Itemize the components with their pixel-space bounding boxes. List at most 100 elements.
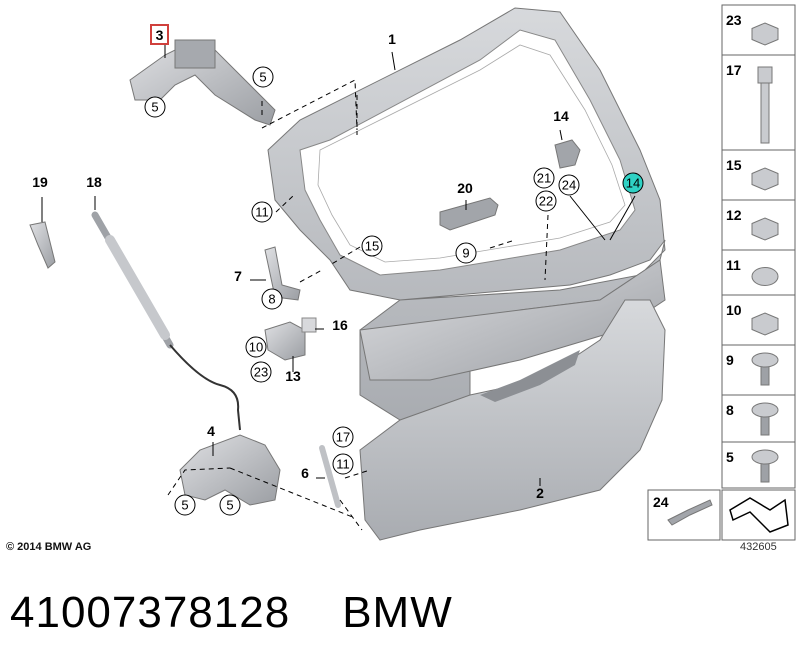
circled-callout-11[interactable]: 11 bbox=[332, 453, 354, 475]
callout-circle bbox=[252, 66, 274, 88]
circled-callout-5[interactable]: 5 bbox=[174, 494, 196, 516]
circled-callout-23[interactable]: 23 bbox=[250, 361, 272, 383]
latch-parts bbox=[264, 246, 317, 361]
callout-label: 11 bbox=[336, 457, 350, 472]
circled-callout-21[interactable]: 21 bbox=[533, 167, 555, 189]
callout-label: 10 bbox=[249, 340, 263, 355]
dashed-lines bbox=[167, 79, 549, 531]
sidebar-label: 5 bbox=[726, 449, 734, 465]
bolt-part-6 bbox=[319, 445, 341, 508]
callout-circle bbox=[361, 235, 383, 257]
callout-circle bbox=[533, 167, 555, 189]
sidebar-part-15[interactable]: 15 bbox=[721, 149, 796, 201]
part-number-text: 41007378128 bbox=[10, 588, 291, 637]
plain-callout-6[interactable]: 6 bbox=[301, 465, 309, 481]
sidebar-label: 15 bbox=[726, 157, 742, 173]
callout-box-3[interactable]: 3 bbox=[150, 24, 169, 45]
callout-circle bbox=[174, 494, 196, 516]
callout-label: 22 bbox=[539, 194, 553, 209]
sidebar-part-icon bbox=[751, 22, 779, 46]
circled-callout-22[interactable]: 22 bbox=[535, 190, 557, 212]
sidebar-part-9[interactable]: 9 bbox=[721, 344, 796, 396]
plain-callout-20[interactable]: 20 bbox=[457, 180, 473, 196]
sidebar-part-17[interactable]: 17 bbox=[721, 54, 796, 151]
callout-circle bbox=[219, 494, 241, 516]
callout-label: 5 bbox=[181, 498, 188, 513]
handle-part-20 bbox=[439, 197, 499, 231]
sidebar-part-icon bbox=[751, 402, 779, 436]
sidebar-part-icon bbox=[751, 312, 779, 336]
tailgate-trim-panel bbox=[359, 299, 666, 541]
callout-label: 5 bbox=[151, 100, 158, 115]
callout-label: 21 bbox=[537, 171, 551, 186]
callout-label: 5 bbox=[226, 498, 233, 513]
circled-callout-15[interactable]: 15 bbox=[361, 235, 383, 257]
circled-callout-10[interactable]: 10 bbox=[245, 336, 267, 358]
brand-text: BMW bbox=[342, 588, 453, 637]
sidebar-part-10[interactable]: 10 bbox=[721, 294, 796, 346]
sidebar-part-icon bbox=[751, 167, 779, 191]
callout-circle bbox=[250, 361, 272, 383]
callout-label: 15 bbox=[365, 239, 379, 254]
circled-callout-24[interactable]: 24 bbox=[558, 174, 580, 196]
callout-label: 24 bbox=[562, 178, 576, 193]
sidebar-part-icon bbox=[757, 66, 773, 144]
plain-callout-18[interactable]: 18 bbox=[86, 174, 102, 190]
sidebar-cell bbox=[721, 344, 796, 396]
sidebar-part-5[interactable]: 5 bbox=[721, 441, 796, 489]
circled-callout-5[interactable]: 5 bbox=[252, 66, 274, 88]
parts-sidebar: 23 17 15 12 11 10 9 8 5 bbox=[721, 4, 796, 489]
plain-callout-16[interactable]: 16 bbox=[332, 317, 348, 333]
circled-callout-14[interactable]: 14 bbox=[622, 172, 644, 194]
plain-callout-7[interactable]: 7 bbox=[234, 268, 242, 284]
callout-label: 11 bbox=[255, 205, 269, 220]
sidebar-label: 9 bbox=[726, 352, 734, 368]
callout-circle bbox=[144, 96, 166, 118]
circled-callout-5[interactable]: 5 bbox=[219, 494, 241, 516]
plain-callout-13[interactable]: 13 bbox=[285, 368, 301, 384]
callout-label: 5 bbox=[259, 70, 266, 85]
sidebar-label: 8 bbox=[726, 402, 734, 418]
sidebar-part-icon bbox=[751, 267, 779, 286]
sidebar-label: 10 bbox=[726, 302, 742, 318]
callout-circle bbox=[332, 453, 354, 475]
copyright-text: © 2014 BMW AG bbox=[6, 541, 92, 553]
plain-callout-2[interactable]: 2 bbox=[536, 485, 544, 501]
circled-callout-8[interactable]: 8 bbox=[261, 288, 283, 310]
sidebar-bottom-clip-symbol bbox=[721, 489, 796, 541]
sidebar-label: 12 bbox=[726, 207, 742, 223]
hinge-part-4 bbox=[179, 434, 281, 506]
part-19-bracket bbox=[29, 221, 56, 269]
sidebar-bottom-part[interactable]: 24 bbox=[647, 489, 721, 541]
sidebar-label: 11 bbox=[726, 257, 741, 273]
circled-callout-17[interactable]: 17 bbox=[332, 426, 354, 448]
sidebar-bottom-label: 24 bbox=[653, 494, 669, 510]
plain-callout-19[interactable]: 19 bbox=[32, 174, 48, 190]
callout-circle bbox=[622, 172, 644, 194]
gas-strut-part-18 bbox=[91, 211, 241, 431]
caption-line: 41007378128 BMW bbox=[10, 588, 505, 638]
callout-circle bbox=[455, 242, 477, 264]
plain-callout-4[interactable]: 4 bbox=[207, 423, 215, 439]
callout-label: 3 bbox=[156, 27, 164, 43]
sidebar-part-23[interactable]: 23 bbox=[721, 4, 796, 56]
sidebar-part-8[interactable]: 8 bbox=[721, 394, 796, 443]
callout-label: 9 bbox=[462, 246, 469, 261]
callout-label: 8 bbox=[268, 292, 275, 307]
sidebar-cell bbox=[721, 441, 796, 489]
callout-circle bbox=[558, 174, 580, 196]
sidebar-part-11[interactable]: 11 bbox=[721, 249, 796, 296]
circled-callout-9[interactable]: 9 bbox=[455, 242, 477, 264]
plain-callout-1[interactable]: 1 bbox=[388, 31, 396, 47]
sidebar-part-12[interactable]: 12 bbox=[721, 199, 796, 251]
sidebar-label: 23 bbox=[726, 12, 742, 28]
callout-circle bbox=[245, 336, 267, 358]
circled-callout-5[interactable]: 5 bbox=[144, 96, 166, 118]
sidebar-part-icon bbox=[751, 217, 779, 241]
bumper-part-14 bbox=[554, 139, 581, 169]
sidebar-part-icon bbox=[751, 449, 779, 483]
circled-callout-11[interactable]: 11 bbox=[251, 201, 273, 223]
plain-callout-14[interactable]: 14 bbox=[553, 108, 569, 124]
